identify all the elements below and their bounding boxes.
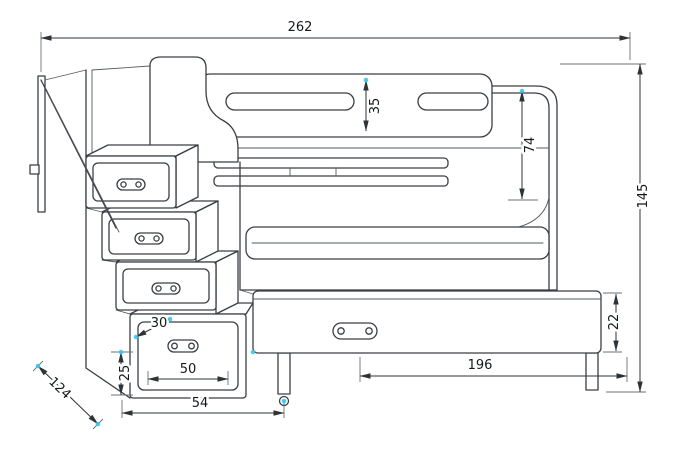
bed-legs	[277, 352, 599, 407]
dim-drawer-height-label: 22	[607, 314, 622, 331]
snap-dot	[133, 334, 139, 340]
dim-total-height-label: 145	[636, 184, 651, 209]
snap-dot	[281, 398, 287, 404]
dim-total-width-label: 262	[288, 20, 313, 35]
step-2-side	[195, 200, 219, 263]
dim-drawer-length-label: 196	[468, 358, 493, 373]
rail-slot-right	[417, 92, 489, 111]
handle-screw	[188, 342, 195, 350]
dim-depth-line	[37, 365, 99, 425]
front-right-leg	[585, 352, 599, 391]
dim-riser-label: 25	[118, 365, 133, 382]
dim-clearance-label: 74	[523, 137, 538, 154]
shelf-board-top	[213, 157, 449, 169]
handrail	[40, 79, 120, 233]
snap-dot	[250, 349, 256, 355]
under-bed-drawer	[239, 289, 602, 354]
snap-dot	[519, 88, 525, 94]
handrail-bottom-edge	[45, 88, 120, 233]
handle-screw	[153, 235, 160, 242]
rail-slot-left	[225, 92, 355, 111]
dim-drawer-height-extensions	[603, 292, 622, 353]
back-top-edge-left	[44, 69, 87, 81]
shelf-unit	[213, 157, 449, 187]
shelf-dividers	[289, 167, 337, 177]
step-1-side	[175, 144, 199, 209]
step-4-drawer	[137, 321, 239, 391]
snap-dot	[35, 363, 41, 369]
shelf-board-bottom	[213, 175, 449, 187]
handle-screw	[135, 181, 142, 188]
handle-screw	[120, 181, 127, 188]
snap-dot	[363, 77, 369, 83]
dim-rail-height-label: 35	[368, 98, 383, 115]
handle-screw	[138, 235, 145, 242]
handle-screw	[155, 285, 162, 292]
back-top-edge-right	[91, 65, 151, 71]
step-3-side	[215, 250, 239, 315]
dim-depth-label: 124	[45, 374, 73, 402]
snap-dot	[118, 349, 124, 355]
dim-step-drawer-label: 50	[180, 362, 197, 377]
dim-tread-line	[135, 318, 171, 338]
newel-post	[37, 75, 46, 213]
drawer-front	[252, 290, 602, 354]
dim-tread-label: 30	[151, 316, 168, 331]
handle-screw	[171, 342, 178, 350]
right-panel-inner	[491, 92, 550, 291]
mattress	[245, 226, 550, 260]
handle-screw	[337, 327, 345, 335]
snap-dot	[95, 421, 101, 427]
handle-screw	[365, 327, 373, 335]
snap-point-markers	[35, 77, 525, 427]
handle-screw	[170, 285, 177, 292]
rail-post-hook	[29, 164, 40, 175]
dim-stairs-width-label: 54	[192, 396, 209, 411]
snap-dot	[167, 316, 173, 322]
handrail-post	[29, 65, 151, 213]
front-left-leg	[277, 352, 291, 395]
drawer-connector	[239, 289, 254, 295]
right-panel-outer	[491, 85, 558, 291]
drawer-handle	[332, 322, 378, 340]
upper-guard-rail	[197, 73, 493, 138]
bed-structure	[29, 56, 599, 407]
right-panel-curve	[503, 196, 550, 231]
left-headboard-panel	[149, 56, 239, 163]
